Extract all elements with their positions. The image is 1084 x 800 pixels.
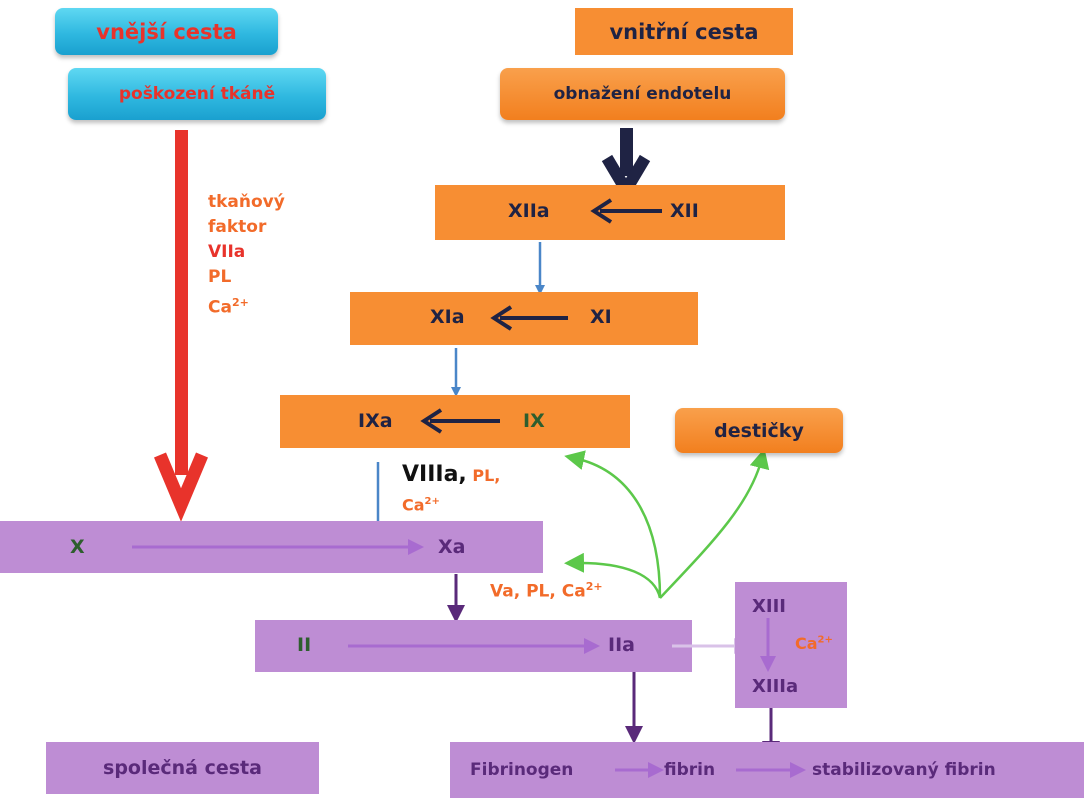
endothelium-exposure-box: obnažení endotelu: [500, 68, 785, 120]
xiii-ca-label: Ca2+: [795, 634, 833, 653]
factor-xii-label: XII: [670, 200, 699, 222]
stabilized-fibrin-label: stabilizovaný fibrin: [812, 760, 996, 780]
fibrin-label: fibrin: [664, 760, 716, 780]
green-arrow-to-va: [564, 552, 662, 599]
va-cofactors-label: Va, PL, Ca2+: [490, 580, 603, 602]
extrinsic-red-arrow: [154, 130, 208, 522]
factor-xiii-box: [735, 582, 847, 708]
extrinsic-pathway-title: vnější cesta: [55, 8, 278, 55]
factor-ii-label: II: [297, 634, 312, 656]
factor-xia-label: XIa: [430, 306, 465, 328]
tissue-damage-box: poškození tkáně: [68, 68, 326, 120]
green-arrow-to-platelets: [659, 448, 770, 599]
factor-xa-label: Xa: [438, 536, 466, 558]
intrinsic-pathway-title: vnitřní cesta: [575, 8, 793, 55]
tissue-factor-label: tkaňový faktor VIIa PL Ca2+: [208, 192, 285, 318]
factor-iia-label: IIa: [608, 634, 635, 656]
green-arrow-to-viii: [564, 450, 662, 599]
factor-xiii-label: XIII: [752, 596, 786, 617]
factor-ixa-label: IXa: [358, 410, 393, 432]
factor-x-label: X: [70, 536, 85, 558]
viiia-cofactors-label: VIIIa, PL, Ca2+: [402, 462, 501, 515]
platelets-box: destičky: [675, 408, 843, 453]
factor-xiiia-label: XIIIa: [752, 676, 799, 697]
common-pathway-box: společná cesta: [46, 742, 319, 794]
factor-xi-label: XI: [590, 306, 612, 328]
fibrinogen-label: Fibrinogen: [470, 760, 574, 780]
factor-xiia-label: XIIa: [508, 200, 550, 222]
factor-ix-label: IX: [523, 410, 545, 432]
